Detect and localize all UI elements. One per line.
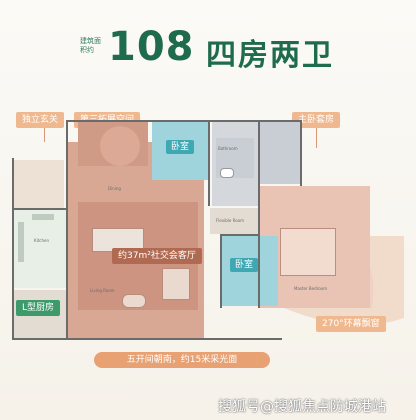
flexible-room [210,208,258,234]
kitchen-counter [32,214,54,220]
plan-header: 建筑面积约 108 M² 四房两卫 [0,14,416,74]
callout-social-hall: 约37m²社交会客厅 [112,248,202,264]
extend-space-room [78,122,148,166]
master-bed [280,228,336,276]
dining-label: Dining [108,186,121,191]
master-bathroom [260,122,300,184]
wall [12,338,282,340]
flexible-room-label: Flexible Room [216,218,245,223]
wall [66,120,302,122]
wall [14,208,66,210]
wall [12,158,14,338]
area-label: 建筑面积约 [80,37,101,54]
kitchen-label: Kitchen [34,238,50,243]
area-value: 108 [108,24,195,70]
room-type-title: 四房两卫 [206,38,334,73]
callout-l-kitchen: L型厨房 [16,300,61,316]
wall [258,122,260,308]
callout-south-facing: 五开间朝南，约15米采光面 [94,352,270,368]
bathroom-label: Bathroom [218,146,238,151]
sofa [162,268,190,300]
wall [220,234,222,308]
wall [220,234,260,236]
toilet-icon [220,168,234,178]
callout-leader [316,128,317,148]
master-label: Master Bedroom [294,286,328,291]
callout-leader [44,128,45,142]
callout-entrance: 独立玄关 [16,112,65,128]
wall [208,122,210,206]
area-unit: M² [174,40,187,51]
bedroom-2-badge: 卧室 [230,258,259,272]
bedroom-1-badge: 卧室 [166,140,195,154]
watermark: 搜狐号@搜狐焦点防城港站 [218,399,386,415]
callout-master-suite: 主卧套房 [292,112,341,128]
coffee-table [122,294,146,308]
wall [300,120,302,186]
callout-panorama-window: 270°环幕飘窗 [316,316,386,332]
kitchen-counter-side [18,222,24,262]
living-label: Living Room [90,288,115,293]
floor-plan: Kitchen Dining Living Room 卧室 Bathroom M… [12,118,404,350]
wall [66,122,68,338]
